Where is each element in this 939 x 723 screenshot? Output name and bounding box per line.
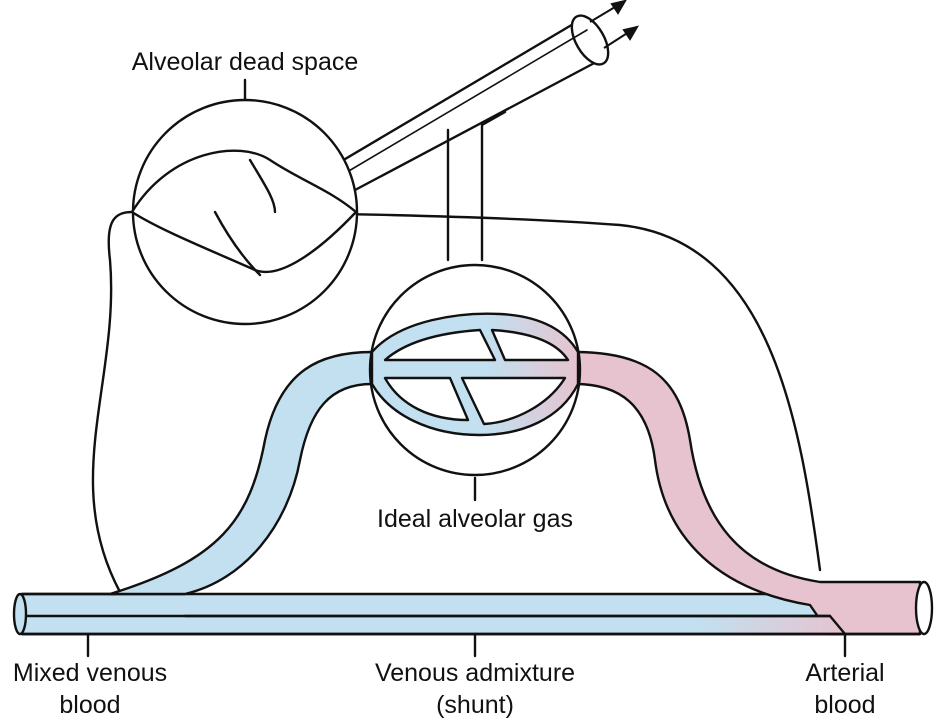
label-mixed-venous-line1: Mixed venous — [12, 659, 168, 687]
shunt-vessel — [20, 614, 847, 636]
venous-branch — [108, 350, 374, 596]
label-shunt-line2: (shunt) — [436, 691, 514, 719]
trachea — [333, 18, 602, 192]
label-dead-space: Alveolar dead space — [131, 48, 359, 76]
flow-arrowhead-1 — [610, 0, 627, 15]
dead-space-septa — [213, 158, 277, 277]
label-ideal: Ideal alveolar gas — [377, 505, 573, 533]
label-arterial-line1: Arterial — [805, 659, 885, 687]
label-shunt: Venous admixture (shunt) — [345, 657, 605, 721]
trachea-opening — [570, 14, 610, 66]
arterial-outlet — [914, 580, 934, 636]
label-shunt-line1: Venous admixture — [374, 659, 576, 687]
flow-arrowhead-2 — [622, 25, 640, 41]
ideal-capillary-holes — [383, 328, 570, 426]
label-mixed-venous-line2: blood — [59, 691, 121, 719]
label-arterial: Arterial blood — [780, 657, 910, 721]
bronchus-ideal — [446, 110, 507, 262]
label-arterial-line2: blood — [814, 691, 876, 719]
bronchus-inner — [341, 29, 588, 176]
venous-inlet — [12, 592, 28, 636]
dead-space-capillary — [130, 149, 358, 274]
label-mixed-venous: Mixed venous blood — [0, 657, 180, 721]
arterial-branch — [573, 350, 922, 636]
